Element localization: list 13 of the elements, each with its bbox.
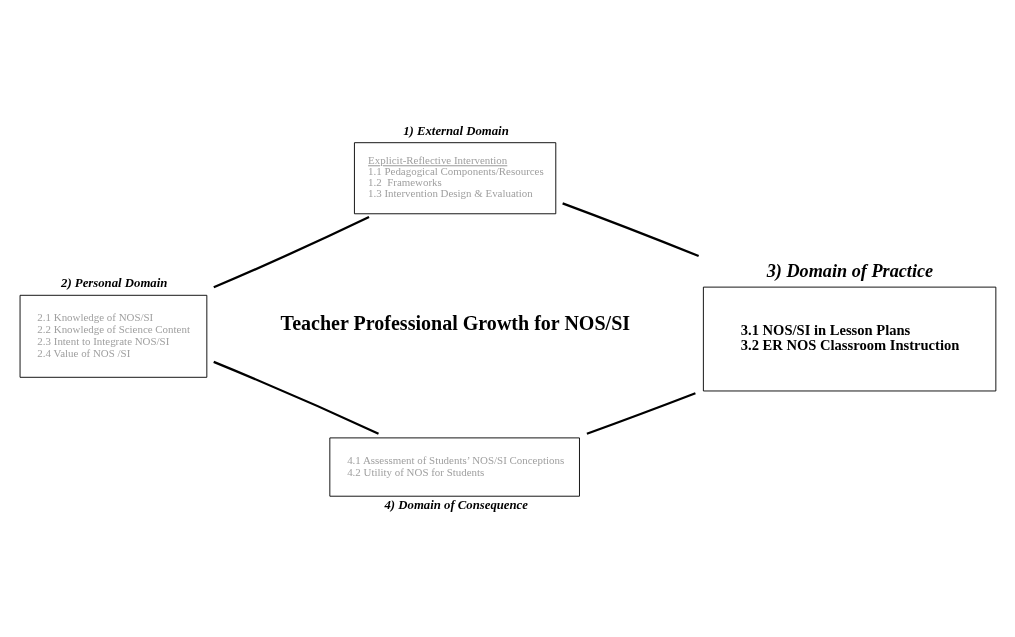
node-box: 4.1 Assessment of Students’ NOS/SI Conceptions 4.2 Utility of NOS for Students [329,436,580,497]
label: Teacher Professional Growth for NOS/SI [280,311,631,334]
node-label: 1) External Domain [403,123,509,138]
node-label: 4) Domain of Consequence [384,497,528,512]
connector [213,360,379,435]
connector [213,215,370,288]
node-label: 3) Domain of Practice [766,260,934,281]
connector [562,201,700,257]
node-label: 2) Personal Domain [61,275,168,290]
node-box: 3.1 NOS/SI in Lesson Plans 3.2 ER NOS Classroom Instruction [702,286,997,391]
connector [586,391,696,435]
node-box: Explicit-Reflective Intervention 1.1 Pedagogical Components/Resources 1.2 Frameworks 1.3 Intervention Design & Evaluation [353,141,557,214]
node-box: 2.1 Knowledge of NOS/SI 2.2 Knowledge of Science Content 2.3 Intent to Integrate NOS/SI 2.4 Value of NOS /SI [19,294,208,378]
